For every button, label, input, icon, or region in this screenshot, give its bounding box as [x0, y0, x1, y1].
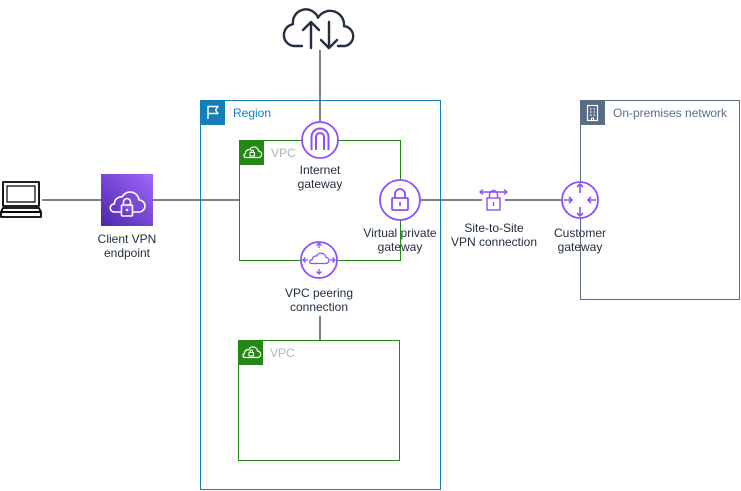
- customer-gateway-label: Customer gateway: [530, 226, 630, 254]
- s2s-label-line2: VPN connection: [450, 235, 538, 249]
- customer-gateway-icon: [561, 181, 599, 219]
- client-vpn-label-line1: Client VPN: [97, 232, 157, 246]
- internet-gateway-label: Internet gateway: [270, 163, 370, 191]
- client-vpn-endpoint-icon: [101, 174, 153, 226]
- customer-gateway-label-line1: Customer: [553, 226, 606, 240]
- site-to-site-vpn-label: Site-to-Site VPN connection: [434, 221, 554, 249]
- vpc-top-cloud-lock-icon: [239, 140, 264, 165]
- vpc-peering-icon: [300, 241, 338, 279]
- vgw-label-line1: Virtual private: [363, 226, 437, 240]
- customer-gateway-label-line2: gateway: [557, 240, 603, 254]
- internet-gateway-icon: [301, 121, 339, 159]
- onprem-group: [580, 100, 740, 300]
- vpc-peering-label-line1: VPC peering: [284, 286, 354, 300]
- onprem-label: On-premises network: [613, 106, 728, 120]
- building-icon: [580, 100, 605, 125]
- internet-gateway-label-line2: gateway: [297, 177, 343, 191]
- virtual-private-gateway-label: Virtual private gateway: [350, 226, 450, 254]
- internet-cloud-icon: [282, 8, 355, 50]
- vgw-label-line2: gateway: [377, 240, 423, 254]
- vpc-bottom-cloud-lock-icon: [238, 340, 263, 365]
- virtual-private-gateway-icon: [379, 179, 421, 221]
- region-group: [200, 100, 441, 490]
- vpc-bottom-label: VPC: [270, 346, 295, 360]
- vpc-bottom-group: [238, 340, 400, 461]
- s2s-label-line1: Site-to-Site: [464, 221, 524, 235]
- region-label: Region: [233, 106, 272, 120]
- client-vpn-endpoint-label: Client VPN endpoint: [77, 232, 177, 260]
- vpc-peering-label-line2: connection: [289, 300, 349, 314]
- connector-lines: [42, 50, 561, 340]
- site-to-site-vpn-icon: [478, 188, 509, 211]
- laptop-icon: [0, 181, 42, 218]
- client-vpn-label-line2: endpoint: [103, 246, 151, 260]
- vpc-peering-label: VPC peering connection: [269, 286, 369, 314]
- vpc-top-label: VPC: [271, 146, 296, 160]
- internet-gateway-label-line1: Internet: [299, 163, 341, 177]
- region-flag-icon: [200, 100, 225, 125]
